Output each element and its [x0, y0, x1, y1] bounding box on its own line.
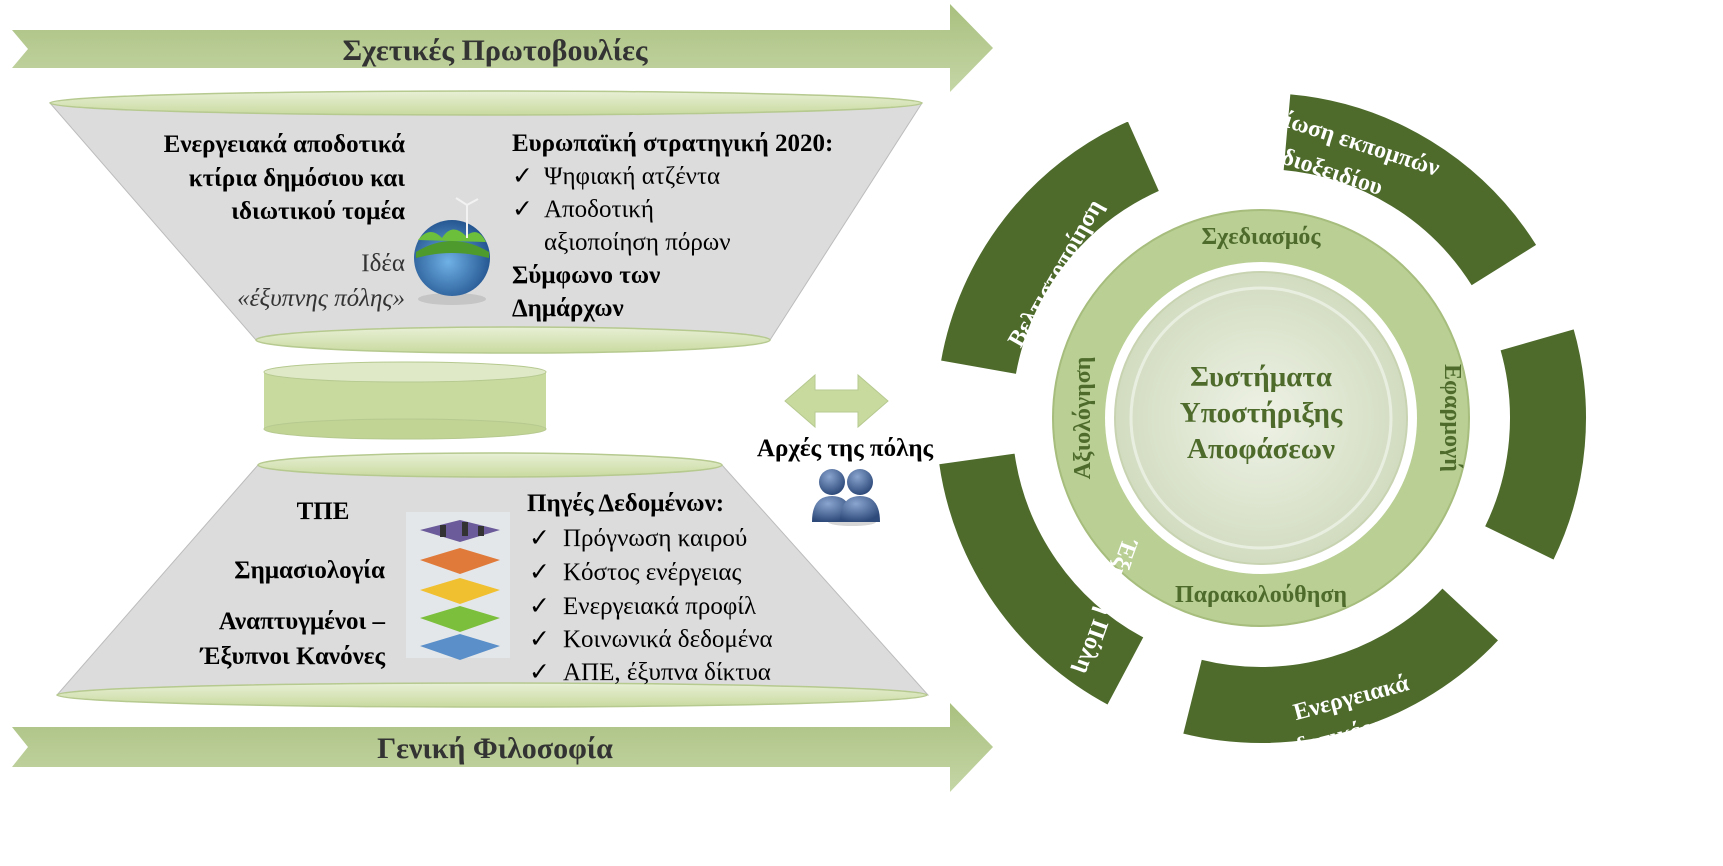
strategy-title: Ευρωπαϊκή στρατηγική 2020: [512, 130, 833, 157]
strategy-item-2-cont: αξιοποίηση πόρων [544, 229, 731, 256]
bottom-arrow: Γενική Φιλοσοφία [12, 703, 993, 792]
source-check: ✓ [529, 525, 550, 552]
middle-disc [263, 361, 547, 440]
source-item: ΑΠΕ, έξυπνα δίκτυα [563, 659, 771, 686]
city-authorities-label: Αρχές της πόλης [757, 435, 934, 462]
left-title-line-1: Ενεργειακά αποδοτικά [164, 131, 405, 158]
strategy-item-1: Ψηφιακή ατζέντα [544, 163, 720, 190]
strategy-item-2: Αποδοτική [544, 196, 654, 223]
smart-city-layers-icon [406, 512, 510, 660]
source-item: Κόστος ενέργειας [563, 559, 741, 586]
source-check: ✓ [529, 559, 550, 586]
center-circle [1114, 271, 1408, 565]
ict-label: ΤΠΕ [297, 498, 350, 525]
semantics-label: Σημασιολογία [234, 557, 385, 584]
double-arrow-icon [784, 373, 889, 429]
center-line-3: Αποφάσεων [1187, 433, 1335, 465]
center-line-1: Συστήματα [1190, 361, 1332, 393]
left-title-line-2: κτίρια δημόσιου και [189, 165, 406, 192]
top-arrow: Σχετικές Πρωτοβουλίες [12, 4, 993, 92]
ring-label-planning: Σχεδιασμός [1201, 224, 1321, 250]
source-check: ✓ [529, 659, 550, 686]
top-funnel [48, 90, 923, 354]
segment-consumption [938, 118, 1162, 377]
dss-circle: Συστήματα Υποστήριξης Αποφάσεων Σχεδιασμ… [937, 92, 1688, 770]
earth-turbine-icon [414, 197, 490, 305]
source-check: ✓ [529, 593, 550, 620]
segment-neighborhoods [1180, 585, 1501, 745]
bottom-arrow-label: Γενική Φιλοσοφία [377, 732, 613, 765]
strategy-check-1: ✓ [512, 163, 533, 190]
ring-label-evaluation: Αξιολόγηση [1070, 357, 1096, 480]
top-arrow-label: Σχετικές Πρωτοβουλίες [342, 34, 647, 67]
center-line-2: Υποστήριξης [1180, 397, 1343, 429]
covenant-line-2: Δημάρχων [512, 295, 624, 322]
ring-label-implementation: Εφαρμογή [1439, 364, 1465, 472]
rules-line-2: Έξυπνοι Κανόνες [199, 643, 386, 670]
outer-segments [937, 92, 1588, 745]
segment-emissions [1281, 92, 1539, 288]
segment-planning [1482, 326, 1588, 563]
rules-line-1: Αναπτυγμένοι – [219, 608, 386, 635]
ring-label-monitoring: Παρακολούθηση [1175, 582, 1347, 608]
source-item: Κοινωνικά δεδομένα [563, 626, 773, 653]
sources-title: Πηγές Δεδομένων: [527, 490, 724, 517]
left-title-line-3: ιδιωτικού τομέα [231, 198, 405, 225]
segment-smart-city [937, 451, 1146, 708]
source-check: ✓ [529, 626, 550, 653]
source-item: Ενεργειακά προφίλ [563, 593, 756, 620]
source-item: Πρόγνωση καιρού [563, 525, 747, 552]
covenant-line-1: Σύμφωνο των [512, 262, 660, 289]
people-icon [812, 469, 880, 526]
sources-list: ✓ Πρόγνωση καιρού ✓ Κόστος ενέργειας ✓ Ε… [529, 525, 773, 686]
idea-label: Ιδέα [361, 250, 405, 277]
strategy-check-2: ✓ [512, 196, 533, 223]
idea-italic: «έξυπνης πόλης» [237, 285, 405, 312]
